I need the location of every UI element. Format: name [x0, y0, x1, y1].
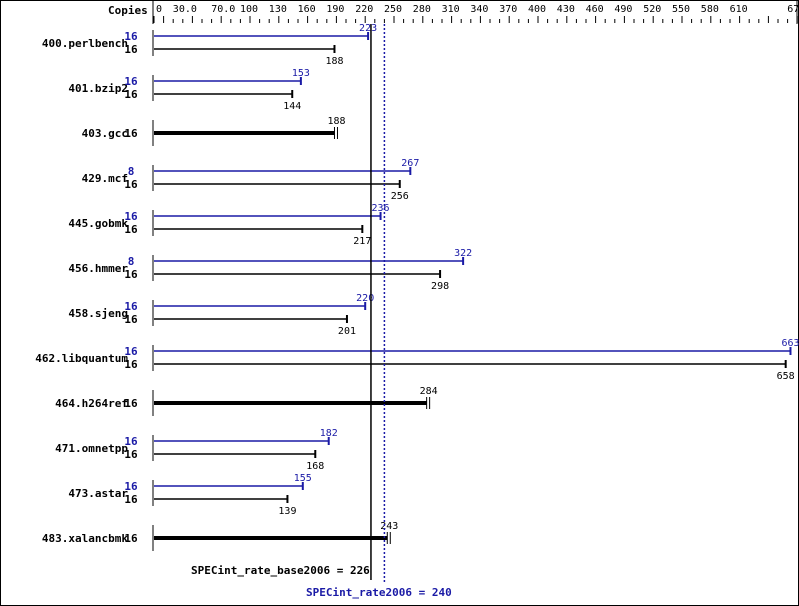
base-copies: 16 — [124, 43, 138, 56]
tick-label: 70.0 — [211, 4, 235, 15]
peak-copies: 16 — [124, 30, 138, 43]
peak-value: 155 — [294, 473, 312, 484]
peak-value: 236 — [372, 203, 390, 214]
benchmark-label: 483.xalancbmk — [42, 532, 128, 545]
tick-label: 610 — [730, 4, 748, 15]
tick-label: 280 — [413, 4, 431, 15]
tick-label: 340 — [470, 4, 488, 15]
peak-copies: 16 — [124, 345, 138, 358]
tick-label: 550 — [672, 4, 690, 15]
peak-value: 182 — [320, 428, 338, 439]
tick-label: 520 — [643, 4, 661, 15]
benchmark-label: 445.gobmk — [68, 217, 128, 230]
copies-header: Copies — [108, 4, 148, 17]
tick-label: 580 — [701, 4, 719, 15]
base-value: 658 — [777, 371, 795, 382]
peak-value: 322 — [454, 248, 472, 259]
benchmark-label: 403.gcc — [82, 127, 128, 140]
base-value: 168 — [306, 461, 324, 472]
base-copies: 16 — [124, 127, 138, 140]
peak-copies: 8 — [128, 255, 135, 268]
base-copies: 16 — [124, 397, 138, 410]
tick-label: 490 — [614, 4, 632, 15]
base-value: 298 — [431, 281, 449, 292]
peak-copies: 16 — [124, 300, 138, 313]
peak-value: 220 — [356, 293, 374, 304]
base-copies: 16 — [124, 448, 138, 461]
benchmark-label: 458.sjeng — [68, 307, 128, 320]
base-value: 243 — [380, 521, 398, 532]
base-copies: 16 — [124, 358, 138, 371]
base-summary-label: SPECint_rate_base2006 = 226 — [191, 564, 370, 577]
benchmark-label: 400.perlbench — [42, 37, 128, 50]
peak-value: 663 — [781, 338, 799, 349]
base-copies: 16 — [124, 313, 138, 326]
benchmark-label: 456.hmmer — [68, 262, 128, 275]
tick-label: 190 — [326, 4, 344, 15]
base-value: 144 — [283, 101, 301, 112]
peak-copies: 16 — [124, 480, 138, 493]
tick-label: 30.0 — [173, 4, 197, 15]
tick-label: 670 — [787, 4, 799, 15]
base-copies: 16 — [124, 268, 138, 281]
benchmark-label: 473.astar — [68, 487, 128, 500]
base-copies: 16 — [124, 88, 138, 101]
peak-copies: 16 — [124, 75, 138, 88]
base-value: 217 — [353, 236, 371, 247]
benchmark-label: 429.mcf — [82, 172, 128, 185]
base-copies: 16 — [124, 223, 138, 236]
peak-value: 223 — [359, 23, 377, 34]
tick-label: 400 — [528, 4, 546, 15]
tick-label: 160 — [298, 4, 316, 15]
base-value: 201 — [338, 326, 356, 337]
peak-value: 267 — [401, 158, 419, 169]
base-value: 139 — [278, 506, 296, 517]
peak-copies: 8 — [128, 165, 135, 178]
tick-label: 220 — [355, 4, 373, 15]
peak-summary-label: SPECint_rate2006 = 240 — [306, 586, 452, 599]
base-value: 188 — [325, 56, 343, 67]
base-value: 284 — [420, 386, 438, 397]
base-copies: 16 — [124, 178, 138, 191]
benchmark-label: 401.bzip2 — [68, 82, 128, 95]
peak-copies: 16 — [124, 210, 138, 223]
peak-copies: 16 — [124, 435, 138, 448]
tick-label: 130 — [269, 4, 287, 15]
tick-label: 250 — [384, 4, 402, 15]
tick-label: 310 — [442, 4, 460, 15]
tick-label: 0 — [156, 4, 162, 15]
benchmark-label: 471.omnetpp — [55, 442, 128, 455]
tick-label: 100 — [240, 4, 258, 15]
base-copies: 16 — [124, 493, 138, 506]
base-value: 256 — [391, 191, 409, 202]
benchmark-label: 462.libquantum — [35, 352, 128, 365]
tick-label: 460 — [586, 4, 604, 15]
base-copies: 16 — [124, 532, 138, 545]
peak-value: 153 — [292, 68, 310, 79]
benchmark-label: 464.h264ref — [55, 397, 128, 410]
base-value: 188 — [327, 116, 345, 127]
tick-label: 430 — [557, 4, 575, 15]
tick-label: 370 — [499, 4, 517, 15]
